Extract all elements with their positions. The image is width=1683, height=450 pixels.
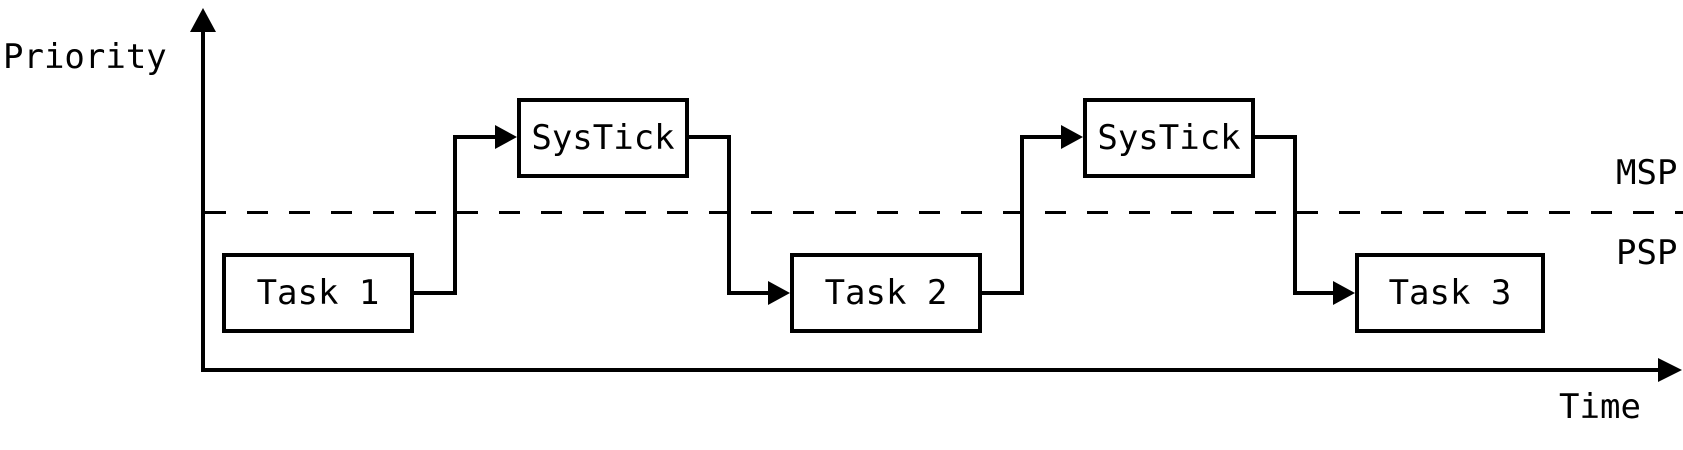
x-axis-arrowhead-icon bbox=[1658, 358, 1682, 382]
connector3-h-segment bbox=[1020, 135, 1064, 139]
systick-1-label: SysTick bbox=[531, 118, 675, 158]
msp-label: MSP bbox=[1616, 153, 1678, 193]
connector3-v-segment bbox=[1020, 135, 1024, 295]
connector2-h-segment bbox=[727, 291, 771, 295]
connector1-h-segment bbox=[453, 135, 497, 139]
connector3-arrowhead-icon bbox=[1061, 125, 1083, 149]
connector1-h-segment bbox=[413, 291, 457, 295]
task-2-label: Task 2 bbox=[824, 273, 948, 313]
y-axis-line bbox=[201, 28, 205, 372]
connector2-arrowhead-icon bbox=[768, 281, 790, 305]
connector4-v-segment bbox=[1293, 135, 1297, 295]
psp-label: PSP bbox=[1616, 233, 1678, 273]
y-axis-arrowhead-icon bbox=[190, 8, 216, 32]
systick-2-label: SysTick bbox=[1097, 118, 1241, 158]
x-axis-line bbox=[201, 368, 1661, 372]
task-3-label: Task 3 bbox=[1388, 273, 1512, 313]
connector1-v-segment bbox=[453, 135, 457, 295]
task-3-box: Task 3 bbox=[1355, 253, 1545, 333]
connector2-h-segment bbox=[687, 135, 731, 139]
connector1-arrowhead-icon bbox=[495, 125, 517, 149]
msp-psp-divider-line bbox=[205, 211, 1683, 214]
x-axis-label: Time bbox=[1559, 387, 1641, 427]
task-2-box: Task 2 bbox=[790, 253, 982, 333]
connector3-h-segment bbox=[980, 291, 1024, 295]
systick-2-box: SysTick bbox=[1083, 98, 1255, 178]
task-1-box: Task 1 bbox=[222, 253, 414, 333]
connector2-v-segment bbox=[727, 135, 731, 295]
connector4-arrowhead-icon bbox=[1333, 281, 1355, 305]
systick-1-box: SysTick bbox=[517, 98, 689, 178]
connector4-h-segment bbox=[1293, 291, 1333, 295]
task-1-label: Task 1 bbox=[256, 273, 380, 313]
y-axis-label: Priority bbox=[3, 37, 167, 77]
connector4-h-segment bbox=[1253, 135, 1297, 139]
